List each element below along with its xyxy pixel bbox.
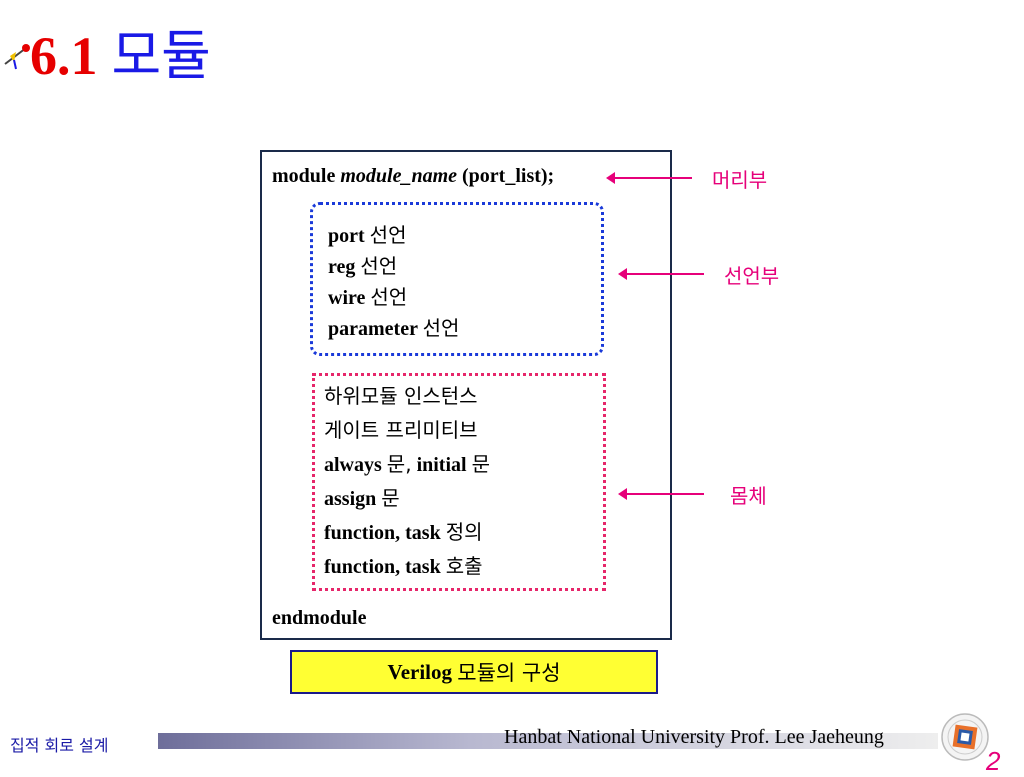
module-name: module_name [340, 165, 458, 187]
figure-caption: Verilog 모듈의 구성 [290, 650, 658, 694]
footer-author: Hanbat National University Prof. Lee Jae… [504, 726, 884, 748]
body-item: assign 문 [324, 486, 400, 510]
declaration-item: wire 선언 [328, 285, 408, 309]
university-logo-icon [941, 713, 989, 761]
body-section-box [312, 373, 606, 591]
course-title: 집적 회로 설계 [10, 736, 109, 755]
module-header-line: module module_name (port_list); [272, 163, 554, 189]
body-item: function, task 호출 [324, 554, 483, 578]
pushpin-icon [4, 44, 30, 70]
body-item: 게이트 프리미티브 [324, 418, 478, 442]
title-number: 6.1 [30, 26, 98, 86]
declaration-list: port 선언 reg 선언 wire 선언 parameter 선언 [328, 222, 459, 342]
caption-keyword: Verilog [387, 659, 453, 684]
declaration-section-box [310, 202, 604, 356]
declaration-item: reg 선언 [328, 254, 398, 278]
body-list: 하위모듈 인스턴스 게이트 프리미티브 always 문, initial 문 … [324, 383, 490, 580]
module-keyword: module [272, 165, 336, 187]
declaration-label: 선언부 [724, 264, 780, 288]
page-number: 2 [986, 746, 1001, 776]
endmodule-keyword: endmodule [272, 607, 367, 629]
caption-text: 모듈의 구성 [457, 661, 561, 685]
footer-bar [158, 733, 938, 749]
body-item: 하위모듈 인스턴스 [324, 384, 478, 408]
title-text: 모듈 [111, 24, 211, 87]
body-item: function, task 정의 [324, 520, 483, 544]
declaration-arrow [618, 268, 704, 280]
declaration-item: port 선언 [328, 223, 407, 247]
body-label: 몸체 [730, 484, 767, 508]
body-item: always 문, initial 문 [324, 452, 490, 476]
header-arrow [606, 172, 692, 184]
body-arrow [618, 488, 704, 500]
declaration-item: parameter 선언 [328, 316, 460, 340]
module-port-list: (port_list); [462, 165, 555, 187]
header-label: 머리부 [712, 168, 768, 192]
